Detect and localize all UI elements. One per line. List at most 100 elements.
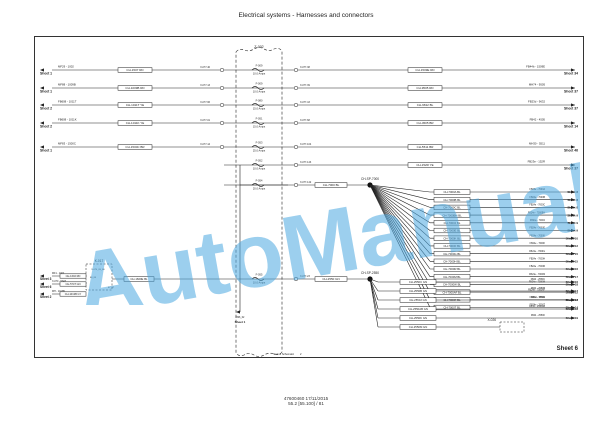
- right-arrow-icon: [571, 244, 575, 248]
- right-wire-tag: [407, 144, 443, 150]
- splice1-branch-tag: [433, 235, 471, 241]
- pin-circle: [293, 182, 299, 188]
- fuse-rating: 25.0 Amps: [253, 149, 266, 153]
- pin-circle: [219, 67, 225, 73]
- left-connector-ref: FB608 - 1011K: [58, 118, 77, 122]
- splice1-branch-ref: FB24e - 7000M: [529, 274, 545, 276]
- splice1-branch-label: CH-7000T BL: [443, 306, 460, 310]
- splice1-branch-fan: [369, 184, 431, 254]
- splice1-branch-fan: [369, 184, 431, 285]
- fuse-id: F-080: [256, 99, 263, 103]
- splice2-branch-sheet: Sheet 19: [566, 316, 579, 320]
- fuse-block-outline: [235, 47, 283, 357]
- splice1-branch-ref: FB24e - 7000H: [529, 259, 545, 261]
- splice1-branch-tag: [433, 243, 471, 249]
- right-arrow-icon: [571, 221, 575, 225]
- right-pin-label: X-077-39: [300, 84, 311, 87]
- pin-circle: [293, 162, 299, 168]
- splice2-branch-ref: FB44 - 2550K: [531, 315, 546, 317]
- splice2-branch-ref: FB44 - 2550J: [531, 297, 545, 299]
- splice1-branch-ref: FB24e - 7000K: [530, 235, 546, 237]
- splice1-branch-label: CH-7000W BL: [443, 283, 461, 287]
- splice2-branch-tag: [399, 288, 437, 294]
- splice1-branch-sheet: Sheet 14: [566, 306, 579, 310]
- splice1-branch-fan: [369, 184, 431, 277]
- splice2-feed-label: CH-2550 GN: [322, 277, 339, 281]
- left-sheet-ref: Sheet 2: [40, 125, 52, 129]
- splice1-branch-fan: [369, 184, 431, 239]
- right-pin-label: X-077-43: [300, 101, 311, 104]
- splice1-branch-label: CH-7000H BL: [443, 260, 461, 264]
- relay-wire-label: CH-574T GN: [65, 282, 80, 286]
- left-sheet-ref: Sheet 1: [40, 72, 52, 76]
- left-wire-tag: [117, 120, 153, 126]
- right-wire-label: CH-9632 BL: [417, 103, 434, 107]
- relay-wire-label: CH-1602 RD: [66, 274, 81, 278]
- pin-circle: [219, 144, 225, 150]
- right-connector-ref: MH74 - 9505: [529, 83, 546, 87]
- splice1-branch-ref: FB24e - 7000R: [529, 266, 545, 268]
- splice1-branch-label: CH-7000AF BL: [443, 290, 462, 294]
- splice1-branch-ref: FB24e - 7000AF: [528, 288, 545, 291]
- right-pin-label: X-077-68: [300, 119, 311, 122]
- relay-wire-tag: [59, 281, 87, 287]
- splice1-branch-sheet: Sheet 15: [566, 260, 579, 264]
- fuse-symbol: [251, 103, 265, 107]
- left-pin-label: X-077-66: [200, 101, 211, 104]
- splice1-branch-ref: FB24e - 7000J: [530, 220, 545, 222]
- splice2-branch-ref: FB44 - 2550C: [531, 279, 546, 281]
- pin-circle: [293, 102, 299, 108]
- splice1-branch-label: CH-7000F BL: [443, 244, 461, 248]
- splice2-branch-label: CH-2550AB GN: [408, 307, 428, 311]
- fuse-id: F-055: [256, 273, 263, 277]
- fuse-id: F-009: [256, 64, 263, 68]
- relay-sheet-ref: Sheet 3: [40, 277, 52, 281]
- splice1-branch-ref: FB24e - 7000C: [529, 205, 545, 207]
- splice2-branch-label: CH-2550M GN: [409, 325, 428, 329]
- splice2-branch-ref: FB44 - 2550B: [531, 288, 546, 290]
- right-arrow-icon: [571, 103, 575, 107]
- splice2-branch-fan: [369, 278, 379, 310]
- relay-wire-label: CH-1013B GY: [65, 292, 82, 296]
- left-wire-label: CH-1507 RD: [126, 68, 144, 72]
- pin-circle: [219, 85, 225, 91]
- splice1-label: CH-SP-7000: [361, 177, 379, 181]
- splice1-pin: X-077-142: [300, 181, 312, 184]
- splice1-branch-fan: [369, 184, 431, 200]
- right-sheet-ref: Sheet 14: [564, 125, 578, 129]
- right-arrow-icon: [571, 259, 575, 263]
- splice1-branch-fan: [369, 184, 431, 224]
- right-wire-label: CH-5511 BR: [417, 145, 435, 149]
- splice1-branch-tag: [433, 212, 471, 218]
- splice1-branch-ref: FB24e - 7000W: [529, 282, 546, 284]
- relay-wire-tag: [59, 273, 87, 279]
- schematic-frame: [34, 36, 584, 358]
- relay-pin-label: 87_87: [108, 287, 115, 289]
- splice1-branch-fan: [369, 184, 431, 262]
- splice1-branch-tag: [433, 189, 471, 195]
- splice1-branch-sheet: Sheet 8: [567, 206, 578, 210]
- fuse-rating: 10.0 Amps: [253, 167, 266, 171]
- pin-circle: [219, 120, 225, 126]
- splice1-branch-ref: FB24e - 7000T: [530, 305, 546, 307]
- right-arrow-icon: [571, 86, 575, 90]
- fuse-symbol: [251, 277, 265, 281]
- splice1-branch-sheet: Sheet 16: [566, 267, 579, 271]
- splice1-branch-label: CH-7000BH BL: [442, 213, 462, 217]
- splice1-branch-ref: FB24e - 7000E: [530, 228, 546, 230]
- sheet-label: Sheet 6: [557, 346, 579, 352]
- x026-connector: [499, 321, 525, 333]
- splice1-branch-fan: [369, 184, 431, 293]
- document-title: Electrical systems - Harnesses and conne…: [238, 12, 374, 19]
- right-arrow-icon: [571, 267, 575, 271]
- right-connector-ref: FB44b - 1509E: [526, 65, 545, 69]
- splice1-branch-tag: [433, 220, 471, 226]
- left-wire-tag: [117, 85, 153, 91]
- splice1-branch-sheet: Sheet 8: [567, 198, 578, 202]
- left-wire-label: CH-1009B RD: [125, 86, 145, 90]
- left-wire-tag: [117, 102, 153, 108]
- left-sheet-ref: Sheet 2: [40, 107, 52, 111]
- left-wire-tag: [117, 67, 153, 73]
- frame-note: End of Schematic: [274, 352, 295, 356]
- splice1-branch-label: CH-7000C BL: [443, 206, 461, 210]
